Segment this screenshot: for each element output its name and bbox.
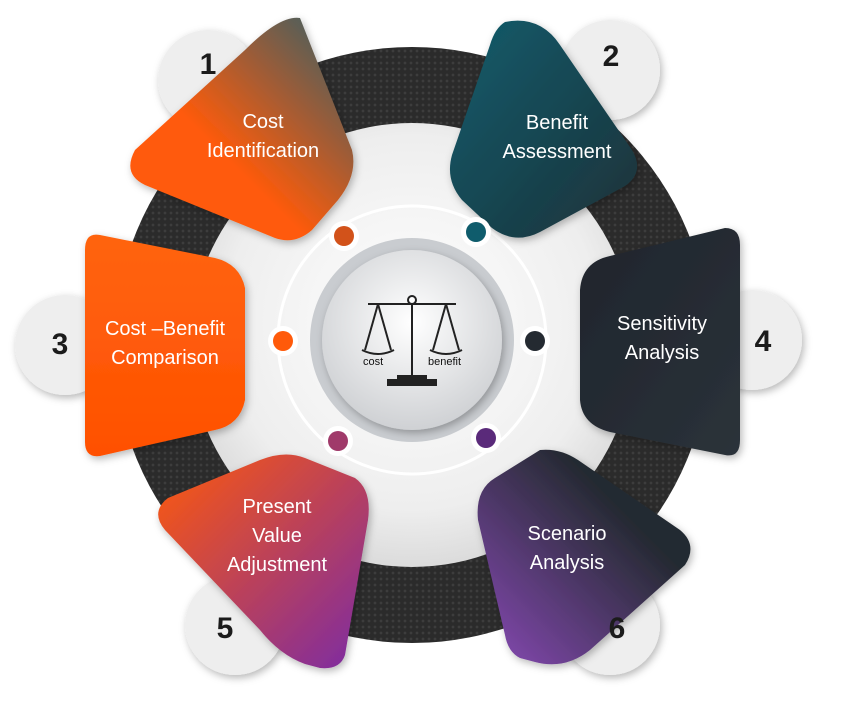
orbit-dot-3 bbox=[273, 331, 293, 351]
step-card-5 bbox=[158, 454, 369, 669]
orbit-dot-6 bbox=[476, 428, 496, 448]
benefit-pan-label: benefit bbox=[428, 356, 462, 368]
step-number-6: 6 bbox=[608, 612, 626, 645]
cost-pan-label: cost bbox=[363, 356, 384, 368]
step-card-6 bbox=[477, 449, 691, 665]
step-number-1: 1 bbox=[199, 48, 217, 81]
step-label-3: Cost –Benefit Comparison bbox=[104, 318, 226, 369]
step-card-2 bbox=[449, 20, 638, 238]
step-card-3 bbox=[85, 234, 245, 457]
orbit-dot-4 bbox=[525, 331, 545, 351]
orbit-dots bbox=[268, 217, 550, 456]
orbit-dot-2 bbox=[466, 222, 486, 242]
step-card-1 bbox=[130, 17, 354, 241]
step-number-4: 4 bbox=[754, 325, 772, 358]
step-number-2: 2 bbox=[602, 40, 620, 73]
step-label-6: Scenario Analysis bbox=[527, 523, 607, 574]
orbit-dot-1 bbox=[334, 226, 354, 246]
step-number-5: 5 bbox=[216, 612, 234, 645]
orbit-dot-5 bbox=[328, 431, 348, 451]
step-label-2: Benefit Assessment bbox=[502, 112, 612, 163]
balance-scale-icon bbox=[361, 295, 463, 386]
step-number-3: 3 bbox=[51, 328, 69, 361]
step-label-1: Cost Identification bbox=[206, 111, 320, 162]
step-card-4 bbox=[580, 228, 740, 456]
step-label-4: Sensitivity Analysis bbox=[616, 313, 708, 364]
step-label-5: Present Value Adjustment bbox=[226, 496, 328, 576]
